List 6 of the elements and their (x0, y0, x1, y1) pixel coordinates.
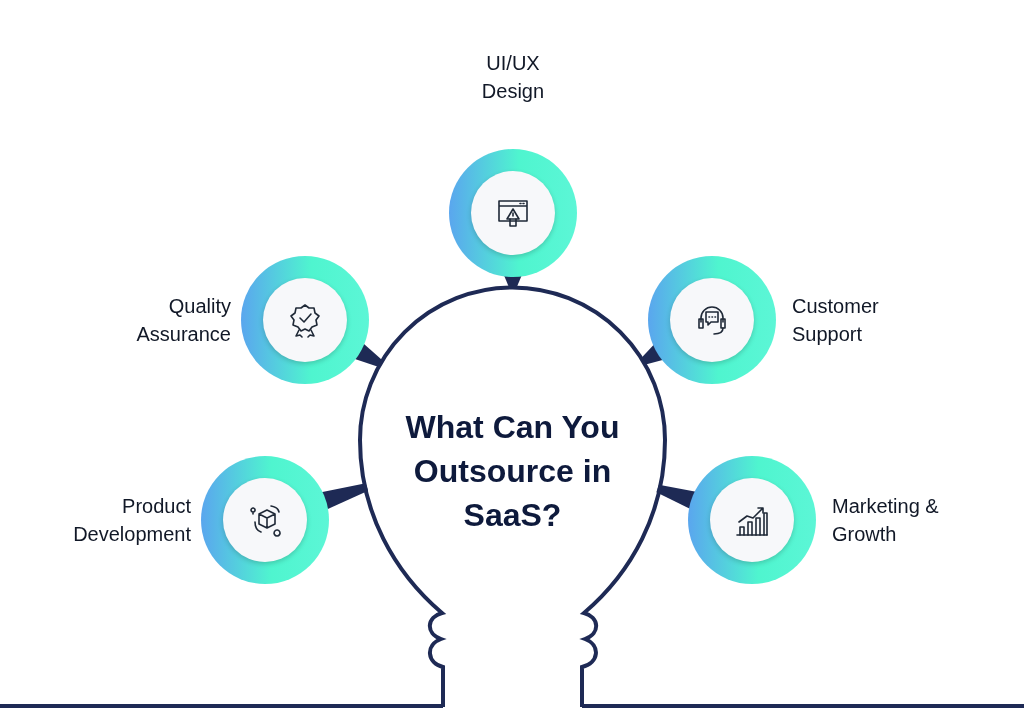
topic-label: Marketing & Growth (832, 494, 940, 547)
topic-label: Product Development (72, 494, 191, 547)
central-title: What Can You Outsource in SaaS? (404, 408, 621, 535)
topic-label: Customer Support (792, 294, 880, 347)
topic-label: Quality Assurance (135, 294, 231, 347)
topic-label: UI/UX Design (480, 51, 546, 104)
